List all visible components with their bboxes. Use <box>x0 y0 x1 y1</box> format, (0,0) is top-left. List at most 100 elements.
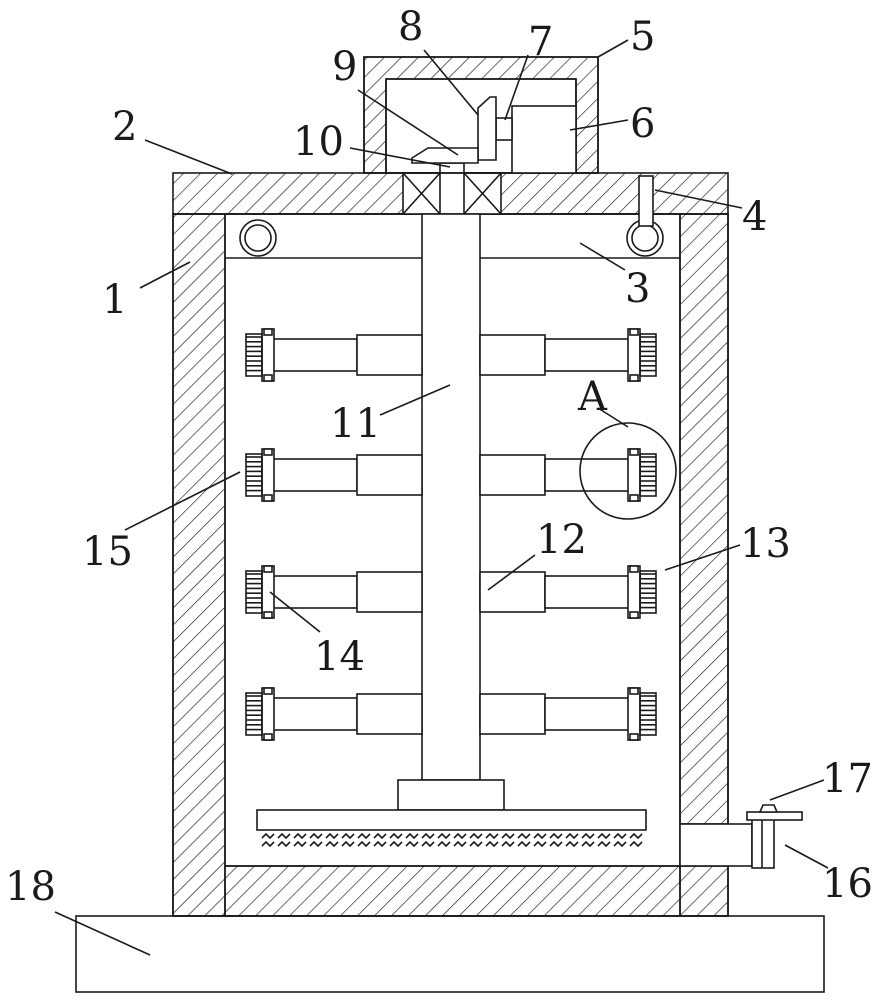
bevel-gear-drive <box>477 96 497 161</box>
label-8: 8 <box>398 4 423 50</box>
scraper-tooth <box>277 840 291 848</box>
brush-right-1-holder <box>627 328 641 382</box>
arm-rod-right-4 <box>544 697 641 731</box>
arm-sleeve-right-4 <box>479 693 546 735</box>
label-15: 15 <box>82 529 133 575</box>
part-labels: 1 2 3 4 5 6 7 8 9 10 11 12 13 14 15 16 1… <box>5 4 873 910</box>
scraper-tooth <box>341 840 355 848</box>
scraper-tooth <box>293 840 307 848</box>
motor-housing <box>363 56 599 174</box>
tank-body <box>172 213 729 917</box>
scraper-tooth <box>469 840 483 848</box>
brush-left-2-holder <box>261 448 275 502</box>
scraper-tooth <box>629 840 643 848</box>
scraper-tooth <box>389 832 403 840</box>
arm-sleeve-left-1 <box>356 334 423 376</box>
label-4: 4 <box>742 194 767 240</box>
label-6: 6 <box>630 101 655 147</box>
bevel-gear-driven <box>411 147 479 164</box>
scraper-tooth <box>405 832 419 840</box>
scraper-tooth <box>629 832 643 840</box>
brush-left-1-holder <box>261 328 275 382</box>
scraper-tooth <box>293 832 307 840</box>
label-13: 13 <box>740 521 791 567</box>
brush-left-1-bristles <box>245 333 263 377</box>
scraper-tooth <box>517 840 531 848</box>
scraper-tooth <box>549 832 563 840</box>
central-shaft <box>421 213 481 781</box>
bottom-scraper <box>256 779 647 848</box>
label-5: 5 <box>630 14 655 60</box>
scraper-tooth <box>325 832 339 840</box>
brush-right-3-holder <box>627 565 641 619</box>
scraper-tooth <box>597 840 611 848</box>
brush-left-3-holder <box>261 565 275 619</box>
base-plate <box>75 915 825 993</box>
label-18: 18 <box>5 864 56 910</box>
scraper-tooth <box>613 832 627 840</box>
scraper-tooth <box>485 840 499 848</box>
scraper-tooth <box>373 832 387 840</box>
scraper-tooth <box>389 840 403 848</box>
arm-rod-left-1 <box>261 338 358 372</box>
brush-left-3-bristles <box>245 570 263 614</box>
scraper-tooth <box>581 840 595 848</box>
scraper-tooth <box>565 840 579 848</box>
arm-sleeve-right-1 <box>479 334 546 376</box>
label-7: 7 <box>528 19 553 65</box>
arm-rod-left-4 <box>261 697 358 731</box>
scraper-tooth <box>437 832 451 840</box>
scraper-tooth <box>421 832 435 840</box>
scraper-tooth <box>453 840 467 848</box>
stirring-arms <box>245 328 657 741</box>
scraper-tooth <box>469 832 483 840</box>
scraper-tooth <box>437 840 451 848</box>
label-12: 12 <box>536 517 587 563</box>
brush-right-3-bristles <box>639 570 657 614</box>
scraper-tooth <box>517 832 531 840</box>
scraper-tooth <box>581 832 595 840</box>
arm-rod-right-1 <box>544 338 641 372</box>
scraper-tooth <box>533 832 547 840</box>
label-11: 11 <box>330 401 381 447</box>
scraper-tooth <box>309 840 323 848</box>
arm-sleeve-right-2 <box>479 454 546 496</box>
scraper-tooth <box>261 832 275 840</box>
scraper-tooth <box>277 832 291 840</box>
brush-right-4-bristles <box>639 692 657 736</box>
label-14: 14 <box>314 634 365 680</box>
top-cover <box>172 162 729 215</box>
arm-sleeve-left-2 <box>356 454 423 496</box>
label-17: 17 <box>822 756 873 802</box>
label-10: 10 <box>293 119 344 165</box>
scraper-tooth <box>341 832 355 840</box>
arm-rod-left-3 <box>261 575 358 609</box>
brush-left-4-bristles <box>245 692 263 736</box>
scraper-tooth <box>485 832 499 840</box>
scraper-tooth <box>597 832 611 840</box>
brush-left-2-bristles <box>245 453 263 497</box>
scraper-tooth <box>357 832 371 840</box>
scraper-tooth <box>421 840 435 848</box>
arm-sleeve-right-3 <box>479 571 546 613</box>
brush-right-1-bristles <box>639 333 657 377</box>
label-16: 16 <box>822 861 873 907</box>
arm-rod-right-2 <box>544 458 641 492</box>
arm-rod-right-3 <box>544 575 641 609</box>
brush-right-2-bristles <box>639 453 657 497</box>
outlet-valve <box>679 804 803 869</box>
scraper-tooth <box>549 840 563 848</box>
label-2: 2 <box>112 104 137 150</box>
motor <box>511 105 577 174</box>
scraper-tooth <box>261 840 275 848</box>
arm-sleeve-left-4 <box>356 693 423 735</box>
scraper-tooth <box>357 840 371 848</box>
leader-lines <box>54 39 829 956</box>
brush-right-2-holder <box>627 448 641 502</box>
arm-sleeve-left-3 <box>356 571 423 613</box>
brush-right-4-holder <box>627 687 641 741</box>
scraper-tooth <box>325 840 339 848</box>
inlet-pipe <box>638 175 654 227</box>
label-1: 1 <box>102 277 127 323</box>
